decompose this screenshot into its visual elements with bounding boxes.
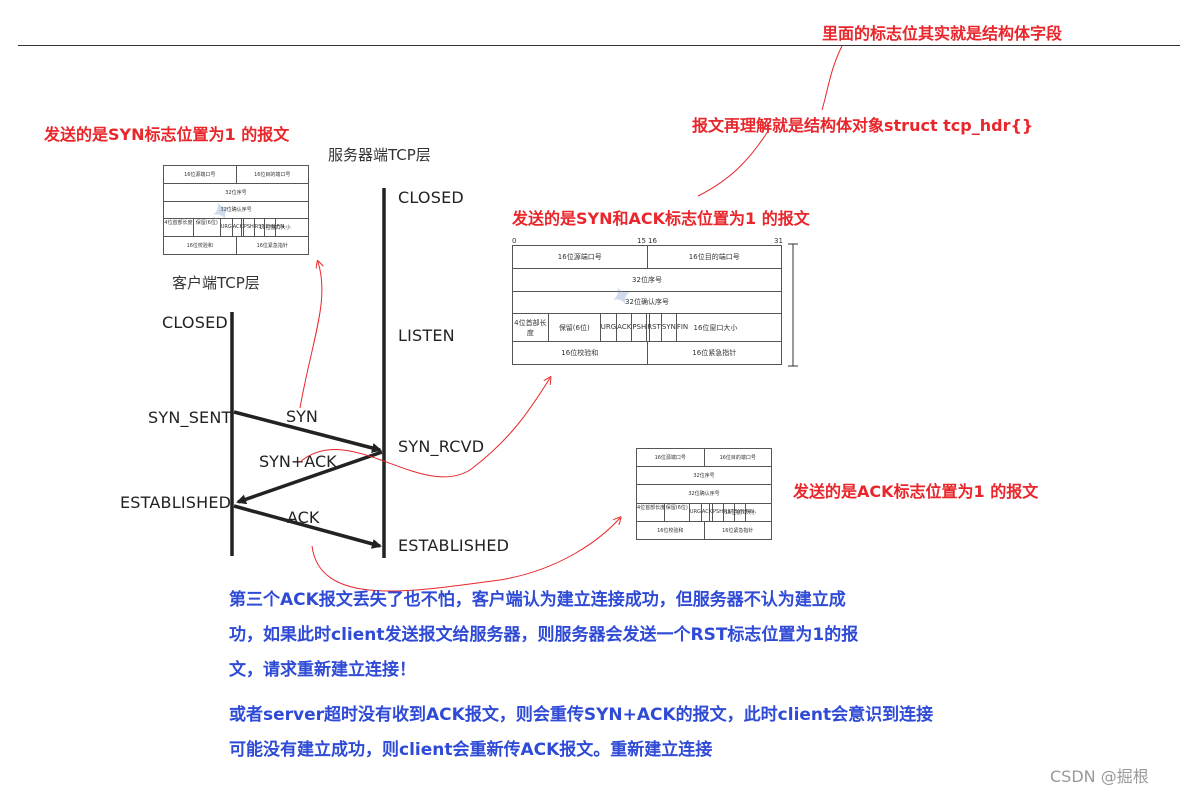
annotation-ack-packet: 发送的是ACK标志位置为1 的报文	[793, 482, 1039, 501]
flag-psh: PSH	[631, 314, 646, 341]
red-arrow-struct-to-header	[697, 127, 771, 197]
bit-marker-15: 15	[637, 237, 646, 245]
flag-psh: PSH	[242, 219, 254, 236]
hdr-reserved: 保留(6位)	[665, 504, 690, 521]
explanation-line-1: 第三个ACK报文丢失了也不怕，客户端认为建立连接成功，但服务器不认为建立成	[229, 590, 846, 610]
explanation-line-4: 或者server超时没有收到ACK报文，则会重传SYN+ACK的报文，此时cli…	[229, 705, 934, 725]
hdr-urgent: 16位紧急指针	[703, 520, 772, 541]
red-arrow-synack-to-header	[299, 378, 550, 478]
flag-urg: URG	[220, 224, 232, 231]
hdr-header-len: 4位首部长度	[638, 504, 665, 521]
arrow-ack	[233, 504, 382, 549]
hdr-seq: 32位序号	[636, 466, 772, 486]
flag-urg: URG	[689, 508, 701, 515]
client-state-syn-sent: SYN_SENT	[148, 408, 232, 427]
bit-marker-0: 0	[512, 237, 517, 245]
hdr-flags: URG ACK PSH RST SYN FIN	[220, 219, 285, 236]
hdr-window: 16位窗口大小	[693, 323, 738, 332]
hdr-checksum: 16位校验和	[512, 341, 648, 365]
server-layer-label: 服务器端TCP层	[328, 146, 431, 164]
flag-syn: SYN	[660, 314, 676, 341]
red-arrow-ack-to-header	[311, 518, 620, 592]
flag-fin: FIN	[675, 314, 688, 341]
hdr-window: 16位窗口大小	[259, 225, 291, 232]
arrow-syn	[233, 410, 382, 453]
annotation-synack-packet: 发送的是SYN和ACK标志位置为1 的报文	[512, 209, 810, 228]
flag-fin: FIN	[275, 219, 285, 236]
hdr-src-port: 16位源端口号	[636, 447, 705, 468]
hdr-reserved: 保留(6位)	[194, 219, 221, 236]
annotation-syn-packet: 发送的是SYN标志位置为1 的报文	[44, 125, 290, 144]
arrow-synack	[236, 450, 383, 505]
flag-ack: ACK	[700, 504, 712, 521]
client-state-established: ESTABLISHED	[120, 493, 232, 512]
hdr-urgent: 16位紧急指针	[235, 236, 309, 255]
flag-rst: RST	[722, 504, 734, 521]
bit-marker-16: 16	[648, 237, 657, 245]
client-layer-label: 客户端TCP层	[172, 274, 260, 292]
flag-syn: SYN	[733, 504, 745, 521]
flag-rst: RST	[646, 314, 661, 341]
red-arrow-top-to-struct	[821, 45, 843, 111]
hdr-header-len: 4位首部长度	[165, 219, 194, 236]
flag-urg: URG	[600, 323, 617, 332]
red-arrow-syn-to-header	[299, 262, 322, 409]
hdr-header-len: 4位首部长度	[514, 314, 549, 341]
hdr-dst-port: 16位目的端口号	[703, 447, 772, 468]
flag-rst: RST	[253, 219, 264, 236]
message-synack: SYN+ACK	[259, 452, 337, 471]
csdn-watermark: CSDN @掘根	[1050, 767, 1149, 786]
hdr-ack-num: 32位确认序号	[636, 484, 772, 504]
hdr-urgent: 16位紧急指针	[646, 341, 782, 365]
bit-marker-31: 31	[774, 237, 783, 245]
flag-ack: ACK	[231, 219, 243, 236]
hdr-flags: URG ACK PSH RST SYN FIN	[689, 504, 754, 521]
server-state-listen: LISTEN	[398, 326, 455, 345]
server-state-established: ESTABLISHED	[398, 536, 510, 555]
flag-psh: PSH	[712, 504, 723, 521]
server-state-closed: CLOSED	[398, 188, 464, 207]
flag-fin: FIN	[744, 504, 754, 521]
hdr-reserved: 保留(6位)	[549, 314, 601, 341]
client-state-closed: CLOSED	[162, 313, 228, 332]
flag-syn: SYN	[264, 219, 275, 236]
annotation-top-right: 里面的标志位其实就是结构体字段	[822, 24, 1063, 43]
explanation-line-2: 功，如果此时client发送报文给服务器，则服务器会发送一个RST标志位置为1的…	[229, 625, 859, 645]
top-divider	[18, 45, 1180, 46]
annotation-struct: 报文再理解就是结构体对象struct tcp_hdr{}	[692, 116, 1034, 135]
hdr-window: 16位窗口大小	[724, 509, 757, 516]
explanation-line-3: 文，请求重新建立连接！	[229, 660, 416, 680]
flag-ack: ACK	[616, 314, 631, 341]
explanation-line-5: 可能没有建立成功，则client会重新传ACK报文。重新建立连接	[229, 740, 713, 760]
message-syn: SYN	[286, 407, 318, 426]
server-state-syn-rcvd: SYN_RCVD	[398, 437, 485, 456]
hdr-flags: URG ACK PSH RST SYN FIN	[600, 314, 688, 341]
hdr-checksum: 16位校验和	[636, 520, 705, 541]
